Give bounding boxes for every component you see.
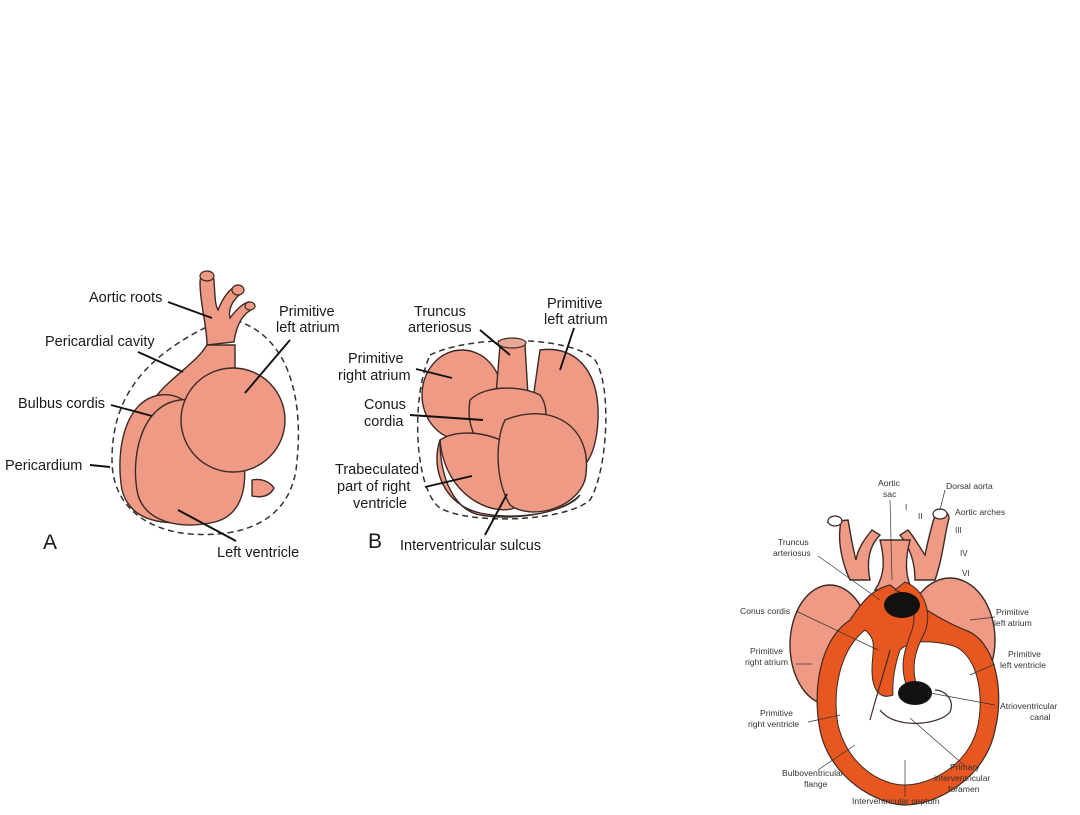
atrioventricular-label-2: canal	[1030, 712, 1051, 722]
bulbus-cordis-leader	[110, 404, 153, 417]
conus-cordia-label-2: cordia	[364, 414, 404, 430]
primitive-left-ventricle-label-1: Primitive	[1008, 649, 1041, 659]
trabeculated-leader	[424, 475, 473, 488]
primitive-left-atrium-c-label-1: Primitive	[996, 607, 1029, 617]
arch-vi-label: VI	[962, 569, 970, 578]
aortic-root-opening-3	[244, 301, 256, 311]
panel-a: Aortic roots Primitive left atrium Peric…	[5, 263, 360, 561]
conus-cordia-label-1: Conus	[364, 397, 406, 413]
primitive-left-atrium-c-leader	[969, 616, 996, 621]
aortic-arches-right	[898, 510, 950, 581]
primitive-left-atrium-a-label-1: Primitive	[279, 304, 335, 320]
pericardium-label: Pericardium	[5, 458, 82, 474]
primitive-right-atrium-c-label-1: Primitive	[750, 646, 783, 656]
truncus-c-leader	[817, 555, 881, 601]
conus-cordis-label: Conus cordis	[740, 606, 790, 616]
truncus-c-label-1: Truncus	[778, 537, 809, 547]
ventricular-cavity-c	[835, 629, 981, 786]
truncus-b-label-1: Truncus	[414, 304, 466, 320]
venous-stub	[251, 478, 275, 498]
panel-b-letter: B	[368, 530, 382, 553]
primitive-right-atrium-b-label-1: Primitive	[348, 351, 404, 367]
primary-foramen-leader	[909, 717, 966, 767]
primary-foramen-label-3: foramen	[948, 784, 980, 794]
bulboventricular-leader	[817, 744, 856, 771]
left-ventricle-label: Left ventricle	[217, 545, 299, 561]
aortic-sac-label-1: Aortic	[878, 478, 901, 488]
truncus-lumen	[884, 592, 920, 618]
dorsal-aorta-leader	[939, 489, 946, 511]
pericardium-b-outline	[416, 339, 607, 520]
primitive-left-ventricle-label-2: left ventricle	[1000, 660, 1046, 670]
primitive-left-ventricle-leader	[969, 663, 996, 676]
arch-iv-label: IV	[960, 549, 968, 558]
bulbus-cordis-label: Bulbus cordis	[18, 396, 105, 412]
ventricle-b-base	[436, 439, 581, 518]
right-dorsal-aorta-opening	[932, 508, 948, 520]
arch-ii-label: II	[918, 512, 923, 521]
arch-i-label: I	[905, 503, 907, 512]
arch-iii-label: III	[955, 526, 962, 535]
aortic-sac-label-2: sac	[883, 489, 897, 499]
bulboventricular-label-2: flange	[804, 779, 828, 789]
trabeculated-label-1: Trabeculated	[335, 462, 419, 478]
trabeculated-label-3: ventricle	[353, 496, 407, 512]
aortic-roots-leader	[167, 301, 213, 319]
truncus-c-label-2: arteriosus	[773, 548, 811, 558]
primitive-left-atrium-b-label-1: Primitive	[547, 296, 603, 312]
primary-foramen-label-1: Primary	[950, 762, 980, 772]
primitive-right-ventricle-label-2: right ventricle	[748, 719, 799, 729]
atrioventricular-canal-opening	[898, 681, 932, 705]
primitive-right-atrium-b-label-2: right atrium	[338, 368, 411, 384]
panel-b: Truncus arteriosus Primitive left atrium…	[335, 263, 610, 554]
aortic-roots-label: Aortic roots	[89, 290, 162, 306]
trabeculated-label-2: part of right	[337, 479, 410, 495]
primitive-left-atrium-a-leader	[244, 339, 291, 394]
primitive-right-atrium-b-leader	[415, 368, 453, 379]
atrioventricular-leader	[929, 692, 996, 706]
primitive-left-atrium-a-label-2: left atrium	[276, 320, 340, 336]
primitive-left-atrium-shape	[180, 367, 286, 473]
aortic-root-opening-1	[199, 270, 215, 282]
primitive-left-atrium-c-label-2: left atrium	[994, 618, 1032, 628]
pericardium-leader	[89, 464, 111, 468]
conus-cordis-leader	[795, 610, 879, 651]
primitive-left-atrium-b-leader	[559, 327, 575, 371]
truncus-b-leader	[479, 329, 511, 356]
left-ventricle-leader	[177, 509, 237, 542]
dorsal-aorta-label: Dorsal aorta	[946, 481, 993, 491]
aortic-arches-left	[826, 517, 882, 581]
truncus-b-label-2: arteriosus	[408, 320, 472, 336]
panel-c: Aortic sac Dorsal aorta Aortic arches I …	[740, 478, 1057, 806]
pericardial-cavity-leader	[137, 351, 184, 373]
primary-foramen-label-2: interventricular	[934, 773, 990, 783]
primitive-left-atrium-b-label-2: left atrium	[544, 312, 608, 328]
primitive-right-ventricle-leader	[807, 714, 841, 723]
aortic-arches-label: Aortic arches	[955, 507, 1005, 517]
pericardium-outline	[111, 317, 300, 536]
atrioventricular-label-1: Atrioventricular	[1000, 701, 1057, 711]
truncus-opening	[497, 337, 527, 349]
flow-arrow-loop	[879, 689, 952, 724]
aortic-sac-leader	[889, 499, 893, 581]
aortic-root-opening-2	[231, 284, 245, 296]
interventricular-septum-label: Interventricular septum	[852, 796, 939, 806]
flow-arrow-path	[869, 649, 891, 721]
primitive-right-atrium-c-label-2: right atrium	[745, 657, 788, 667]
left-ventricle-b-shape	[497, 413, 588, 513]
primitive-right-ventricle-label-1: Primitive	[760, 708, 793, 718]
interventricular-sulcus-label: Interventricular sulcus	[400, 538, 541, 554]
pericardial-cavity-label: Pericardial cavity	[45, 334, 155, 350]
bulboventricular-label-1: Bulboventricular	[782, 768, 844, 778]
interventricular-sulcus-leader	[484, 493, 508, 536]
conus-cordia-leader	[409, 414, 484, 421]
panel-a-letter: A	[43, 531, 57, 554]
left-dorsal-aorta-opening	[827, 515, 843, 527]
